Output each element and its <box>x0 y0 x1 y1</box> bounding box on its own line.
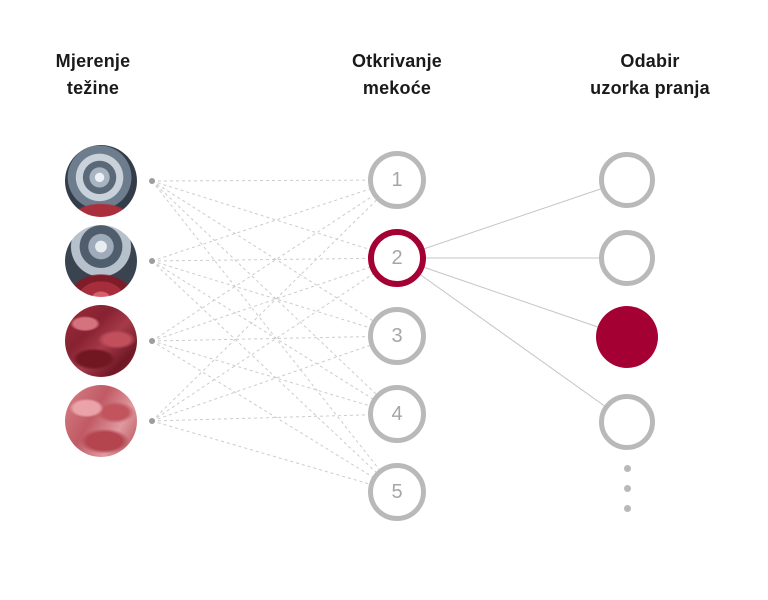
column-title-line: težine <box>66 78 120 98</box>
output-node-1 <box>599 152 655 208</box>
hidden-node-2-active: 2 <box>368 229 426 287</box>
output-node-4 <box>599 394 655 450</box>
column-title-wash-pattern-selection: Odabir uzorka pranja <box>552 48 748 102</box>
output-node-3-selected <box>596 306 658 368</box>
hidden-node-1: 1 <box>368 151 426 209</box>
column-title-softness-detection: Otkrivanje mekoće <box>312 48 482 102</box>
hidden-node-4: 4 <box>368 385 426 443</box>
more-options-dot-1 <box>624 465 631 472</box>
input-node-dot-4 <box>149 418 155 424</box>
hidden-node-label: 5 <box>391 480 403 503</box>
input-node-dot-1 <box>149 178 155 184</box>
more-options-dot-3 <box>624 505 631 512</box>
hidden-node-3: 3 <box>368 307 426 365</box>
hidden-node-label: 4 <box>391 402 403 425</box>
hidden-node-label: 3 <box>391 324 403 347</box>
laundry-drum-image-1 <box>65 145 137 217</box>
column-title-line: mekoće <box>362 78 432 98</box>
output-node-2 <box>599 230 655 286</box>
hidden-node-label: 1 <box>391 168 403 191</box>
column-title-line: uzorka pranja <box>590 78 710 98</box>
laundry-drum-image-4 <box>65 385 137 457</box>
more-options-dot-2 <box>624 485 631 492</box>
hidden-node-label: 2 <box>391 246 403 269</box>
column-title-line: Odabir <box>620 51 680 71</box>
column-title-weight-measurement: Mjerenje težine <box>8 48 178 102</box>
laundry-drum-image-3 <box>65 305 137 377</box>
input-node-dot-3 <box>149 338 155 344</box>
hidden-node-5: 5 <box>368 463 426 521</box>
input-node-dot-2 <box>149 258 155 264</box>
column-title-line: Otkrivanje <box>351 51 443 71</box>
laundry-drum-image-2 <box>65 225 137 297</box>
column-title-line: Mjerenje <box>55 51 131 71</box>
